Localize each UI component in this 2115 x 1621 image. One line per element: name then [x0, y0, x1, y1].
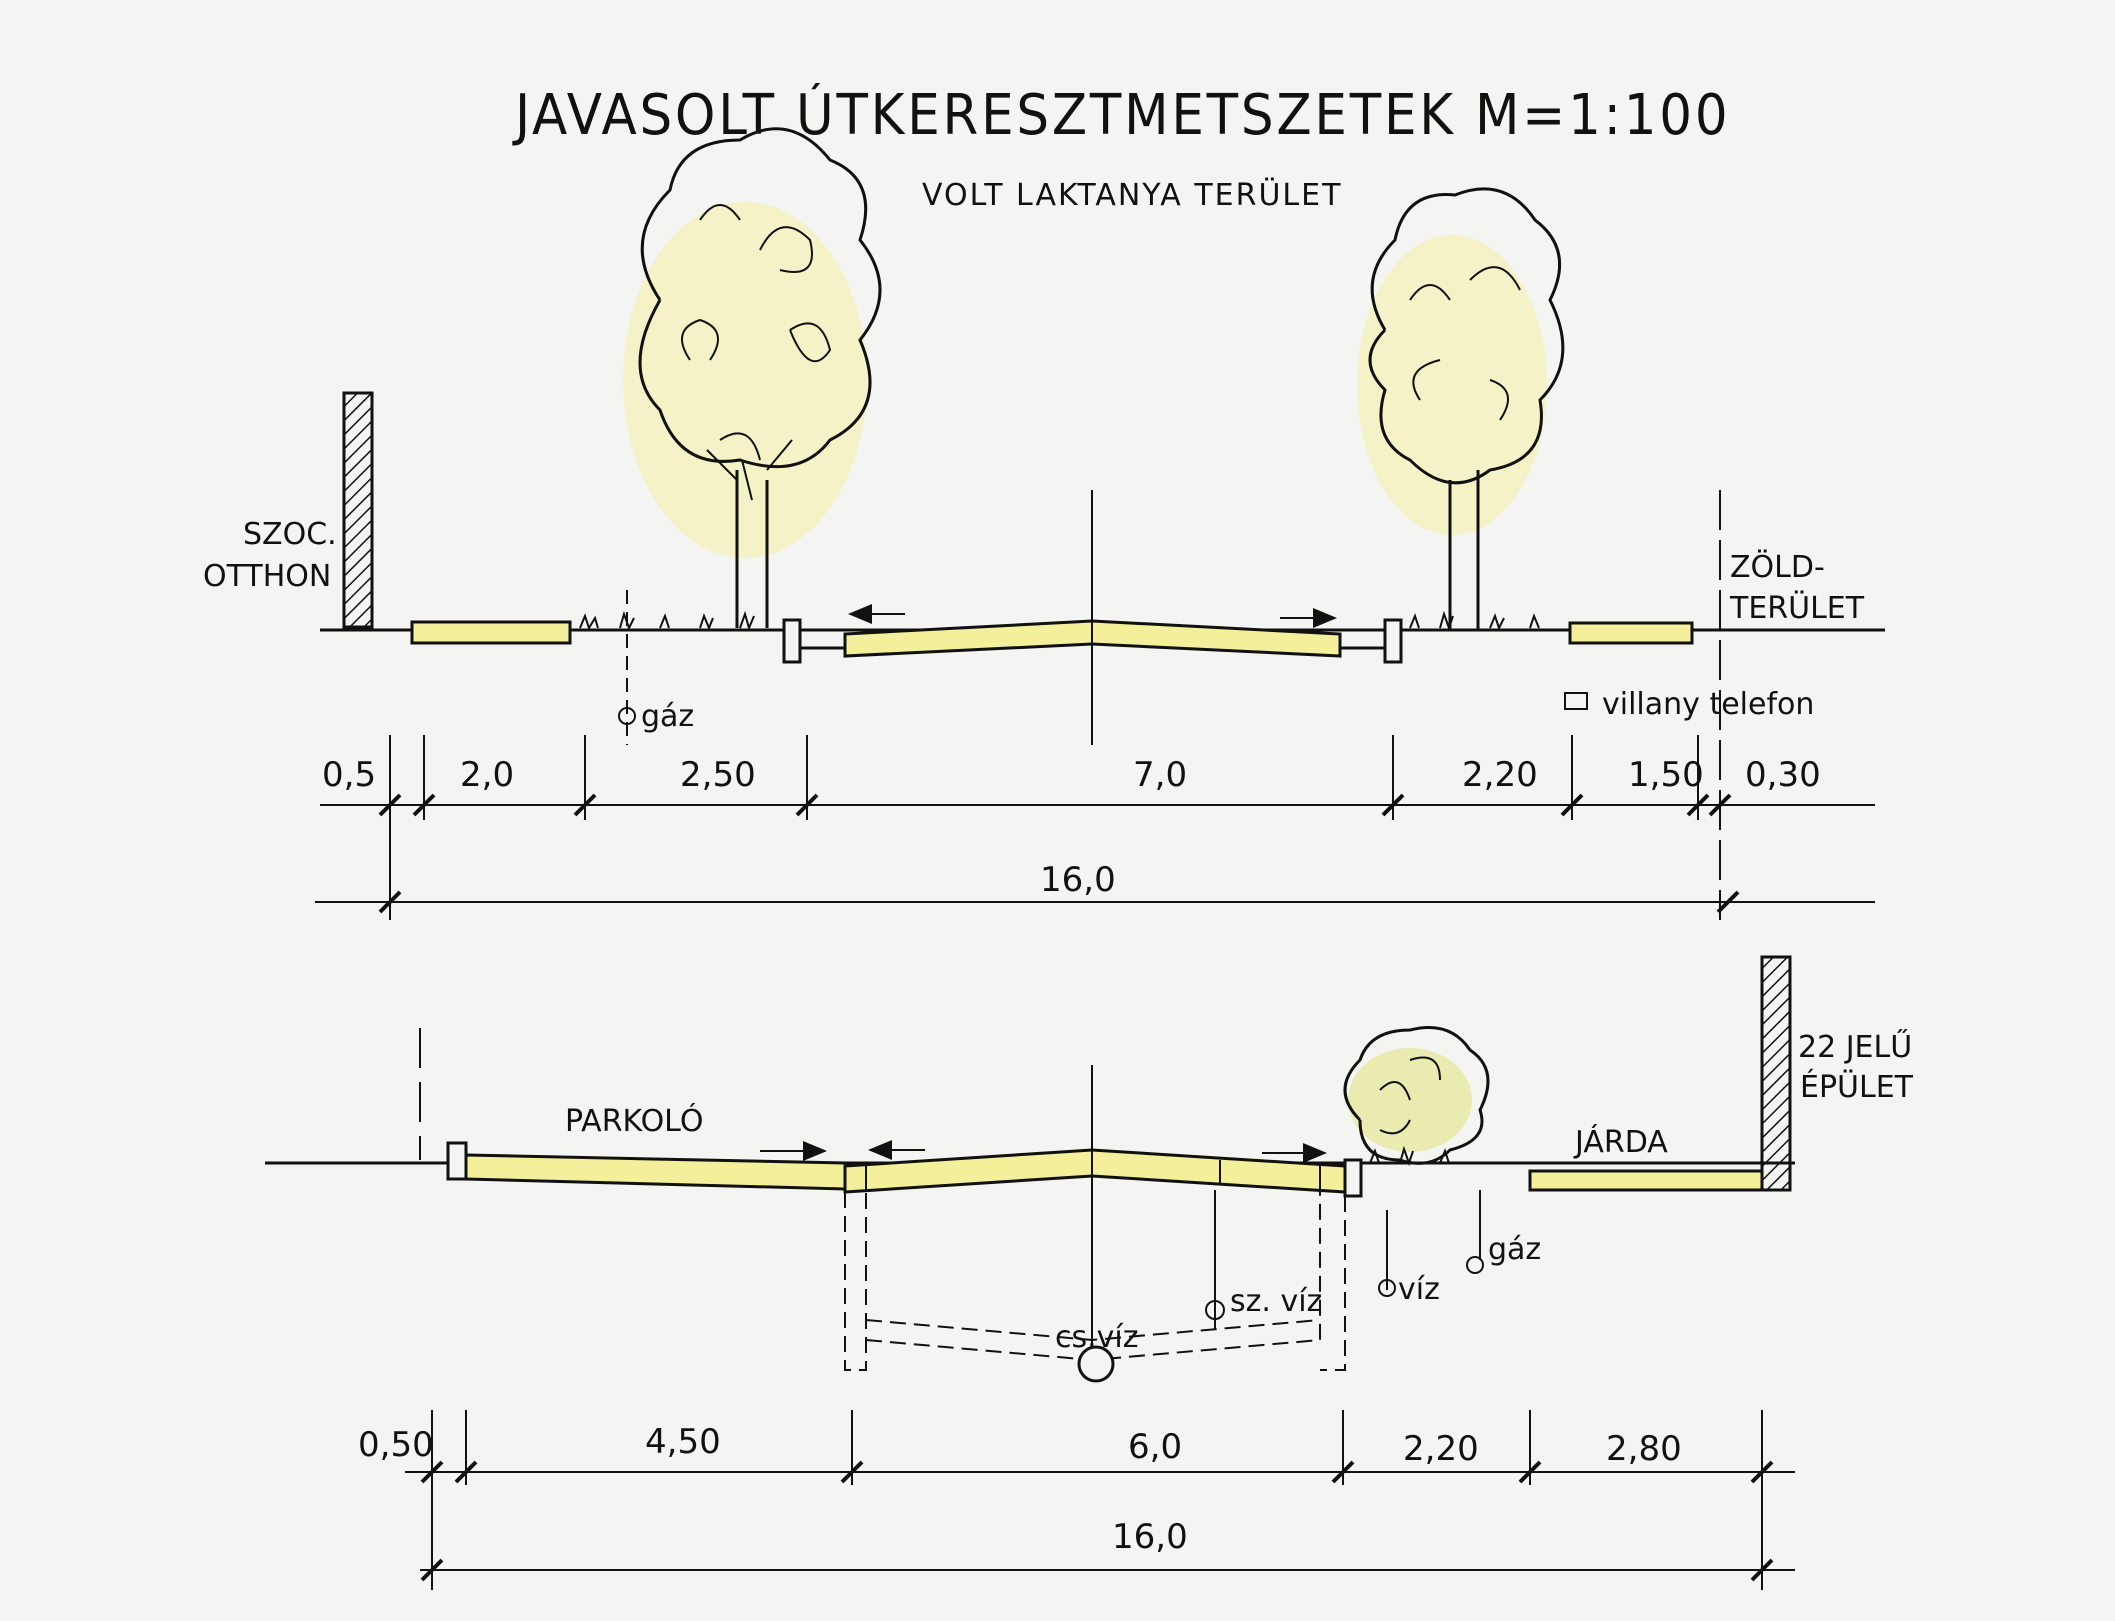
- label-viz: víz: [1398, 1272, 1440, 1307]
- curb-left: [782, 618, 802, 664]
- tree-right: [1357, 187, 1565, 630]
- label-otthon: OTTHON: [203, 559, 332, 594]
- water-symbol: [1378, 1279, 1396, 1297]
- drawing-subtitle: VOLT LAKTANYA TERÜLET: [922, 178, 1343, 213]
- label-epulet: ÉPÜLET: [1800, 1070, 1913, 1105]
- label-terulet: TERÜLET: [1730, 591, 1865, 626]
- grass-left: [579, 610, 755, 632]
- label-szoc: SZOC.: [243, 517, 337, 552]
- dim-bottom-3: 6,0: [1128, 1427, 1183, 1467]
- label-jarda: JÁRDA: [1575, 1125, 1668, 1160]
- label-zold: ZÖLD-: [1730, 550, 1825, 585]
- dim-top-3: 2,50: [680, 755, 756, 795]
- section-top: [315, 127, 1885, 920]
- curb-parking: [446, 1141, 468, 1181]
- parking-surface: [464, 1153, 847, 1191]
- total-dim-top: 16,0: [1040, 860, 1116, 900]
- dim-bottom-2: 4,50: [645, 1422, 721, 1462]
- building-wall-right: [1760, 955, 1792, 1192]
- label-cs-viz: cs.víz: [1055, 1320, 1139, 1355]
- gas-pipe-symbol: [618, 707, 636, 725]
- section-bottom: [265, 955, 1795, 1590]
- grass-right: [1409, 610, 1540, 632]
- drawing-title: JAVASOLT ÚTKERESZTMETSZETEK M=1:100: [515, 83, 1731, 148]
- villany-telefon-symbol: [1564, 692, 1588, 710]
- tree-left: [623, 127, 882, 628]
- dim-top-5: 2,20: [1462, 755, 1538, 795]
- dim-top-7: 0,30: [1745, 755, 1821, 795]
- building-wall-left: [342, 391, 374, 629]
- curb-right: [1383, 618, 1403, 664]
- sidewalk-right: [1568, 621, 1694, 645]
- gas-symbol-bottom: [1466, 1256, 1484, 1274]
- utility-trench: [844, 1192, 1346, 1371]
- label-gaz-top: gáz: [641, 699, 695, 734]
- label-parkolo: PARKOLÓ: [565, 1104, 704, 1139]
- dim-top-6: 1,50: [1628, 755, 1704, 795]
- dim-bottom-1: 0,50: [358, 1425, 434, 1465]
- label-gaz-bottom: gáz: [1488, 1232, 1542, 1267]
- sidewalk-bottom: [1528, 1169, 1764, 1192]
- label-22-jelu: 22 JELŰ: [1798, 1030, 1913, 1065]
- dimension-ticks-top: [378, 735, 1732, 920]
- total-dim-bottom: 16,0: [1112, 1517, 1188, 1557]
- dim-bottom-5: 2,80: [1606, 1429, 1682, 1469]
- dim-top-4: 7,0: [1133, 755, 1188, 795]
- dim-top-2: 2,0: [460, 755, 515, 795]
- label-sz-viz: sz. víz: [1230, 1284, 1323, 1319]
- carriageway-bottom: [843, 1148, 1347, 1194]
- dimension-ticks-bottom: [420, 1410, 1774, 1590]
- label-villany-telefon: villany telefon: [1602, 687, 1815, 722]
- curb-right-bottom: [1343, 1158, 1363, 1198]
- dim-bottom-4: 2,20: [1403, 1429, 1479, 1469]
- sidewalk-left: [410, 620, 572, 645]
- dim-top-1: 0,5: [322, 755, 377, 795]
- shrub: [1343, 1026, 1490, 1167]
- storm-water-symbol: [1205, 1300, 1225, 1320]
- sewer-pipe: [1077, 1345, 1115, 1383]
